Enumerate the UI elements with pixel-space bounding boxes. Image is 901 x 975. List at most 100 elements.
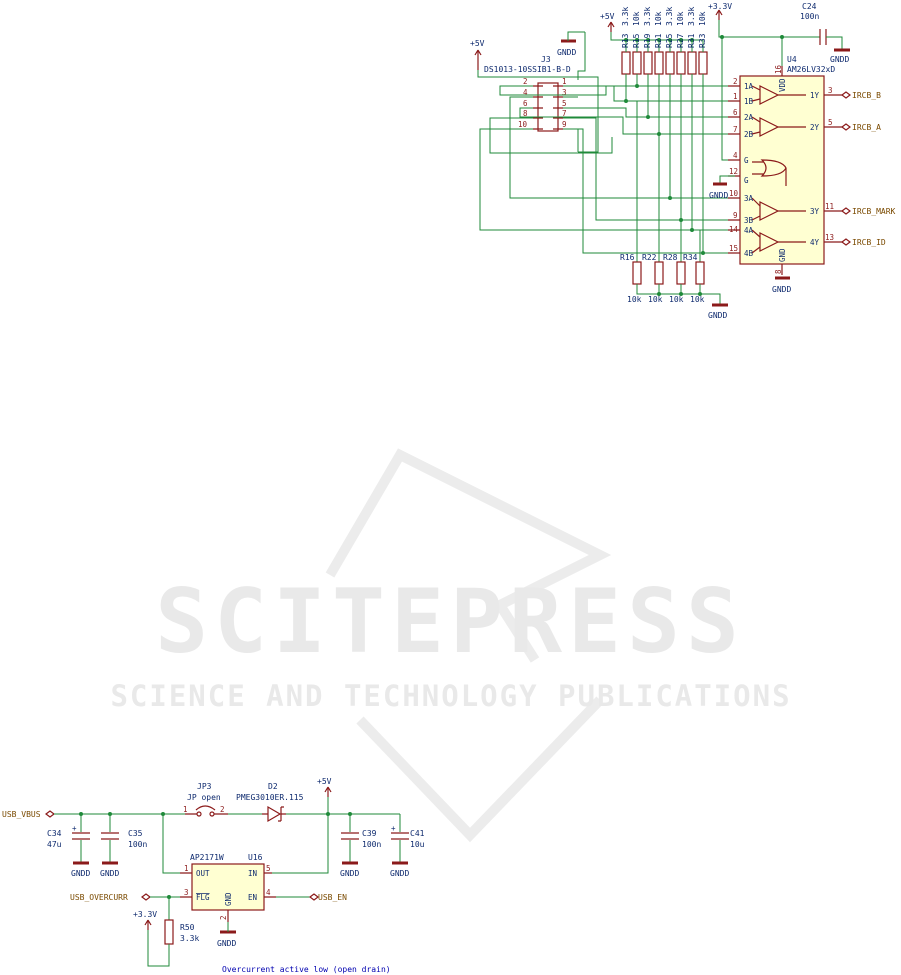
r27-ref: R27 [676,33,685,48]
resistor-r21 [654,51,664,75]
resistor-r16 [632,261,642,285]
u4-pin-9-num: 9 [733,211,738,220]
net-ircb-a: IRCB_A [852,123,881,132]
top-circuit: +5V GNDD J3 DS1013-10SSIB1-B-D 2 1 4 3 6… [470,2,896,320]
diode-d2: D2 PMEG3010ER.115 [236,782,304,823]
capacitor-c41: + C41 10u GNDD [390,814,425,878]
r50-value: 3.3k [180,934,199,943]
capacitor-c34: + C34 47u GNDD [47,814,90,878]
vbus-to-out-wire [162,814,180,874]
u4-pin-14-num: 14 [729,225,739,234]
c41-value: 10u [410,840,425,849]
gnd-wire-2 [567,31,585,41]
r28-ref: R28 [663,253,678,262]
resistor-r22 [654,261,664,285]
j3-pin-7: 7 [562,109,567,118]
u4-pin-2b-name: 2B [744,130,754,139]
resistor-r25 [665,51,675,75]
u16-gnd-label: GND [224,892,233,906]
pullup-resistors: +5V R13 3.3k R15 1 [600,7,708,255]
c34-value: 47u [47,840,62,849]
u16-pin-4: 4 [266,888,271,897]
c24-value: 100n [800,12,819,21]
power-arrow-icon [715,9,723,20]
bottom-circuit: USB_VBUS + C34 47u GNDD C35 100n GNDD JP… [2,777,425,974]
gndd-label: GNDD [557,48,576,57]
pulldown-resistors: GNDD R16 R22 R28 R34 10k 10k 10k 10k [620,101,728,320]
r21-value: 10k [654,11,663,26]
gndd-connector: GNDD [557,31,586,80]
j3-pin-10: 10 [518,120,528,129]
u4-gnd-net-label: GNDD [772,285,791,294]
u4-pin-4a-name: 4A [744,226,754,235]
u16-out-label: OUT [196,869,210,878]
resistor-r33 [698,51,708,75]
capacitor-icon [101,832,119,840]
r15-value: 10k [632,11,641,26]
ic-u4: U4 AM26LV32xD 1A 1B 2A 2B G G [709,55,842,294]
plus5v-label: +5V [470,39,485,48]
c35-value: 100n [128,840,147,849]
r16-value: 10k [627,295,642,304]
polarized-capacitor-icon [72,832,90,840]
watermark-subtitle: SCIENCE AND TECHNOLOGY PUBLICATIONS [110,679,791,713]
u4-pin-7-num: 7 [733,125,738,134]
r19-value: 3.3k [643,7,652,26]
u16-in-label: IN [248,869,257,878]
watermark-logo-shape [325,448,612,663]
gnd-wire [577,32,586,80]
u4-pin-2y-name: 2Y [810,123,820,132]
r50-ref: R50 [180,923,195,932]
u16-pin-2: 2 [219,915,228,920]
overcurrent-note: Overcurrent active low (open drain) [222,965,391,974]
d2-ref: D2 [268,782,278,791]
d2-value: PMEG3010ER.115 [236,793,304,802]
enable-gnd-label: GNDD [709,191,728,200]
u16-pin-3: 3 [184,888,189,897]
u4-vdd-label: VDD [778,78,787,92]
c35-gnd-label: GNDD [100,869,119,878]
r13-value: 3.3k [621,7,630,26]
u4-body [739,75,825,265]
capacitor-c39: C39 100n GNDD [340,814,381,878]
resistor-r31 [687,51,697,75]
plus33v-label: +3.3V [708,2,732,11]
u16-en-label: EN [248,893,257,902]
j3-body [537,82,559,132]
watermark: SCITEPRESS SCIENCE AND TECHNOLOGY PUBLIC… [110,448,791,843]
enable-circuit: USB_EN [276,893,347,902]
j3-pin-stubs [533,85,563,130]
u16-pin-1: 1 [184,864,189,873]
watermark-logo-lower [356,696,604,843]
r33-ref: R33 [698,33,707,48]
c35-ref: C35 [128,829,143,838]
watermark-title: SCITEPRESS [155,570,745,673]
u4-pin-10-num: 10 [729,189,739,198]
jp3-pin-2: 2 [220,805,225,814]
u4-pin-3b-name: 3B [744,216,754,225]
resistor-r13 [621,51,631,75]
r21-ref: R21 [654,33,663,48]
power-arrow-icon [144,919,152,930]
net-usb-en: USB_EN [318,893,347,902]
j3-pin-9: 9 [562,120,567,129]
c41-ref: C41 [410,829,425,838]
u4-value: AM26LV32xD [787,65,835,74]
u4-pin-gbar-name: G [744,176,749,185]
resistor-r34 [695,261,705,285]
u16-flg-label: FLG [196,893,210,902]
u16-body [191,863,265,911]
u4-pin-2-num: 2 [733,77,738,86]
capacitor-c24: C24 100n GNDD [800,2,850,64]
resistor-r50 [164,919,174,945]
j3-value: DS1013-10SSIB1-B-D [484,65,571,74]
r19-ref: R19 [643,33,652,48]
j3-pin-6: 6 [523,99,528,108]
r13-ref: R13 [621,33,630,48]
enable-or-gate-icon [760,159,787,177]
pulldown-gnd-label: GNDD [708,311,727,320]
u4-pin-15-num: 15 [729,244,738,253]
jp3-ref: JP3 [197,782,212,791]
r22-value: 10k [648,295,663,304]
